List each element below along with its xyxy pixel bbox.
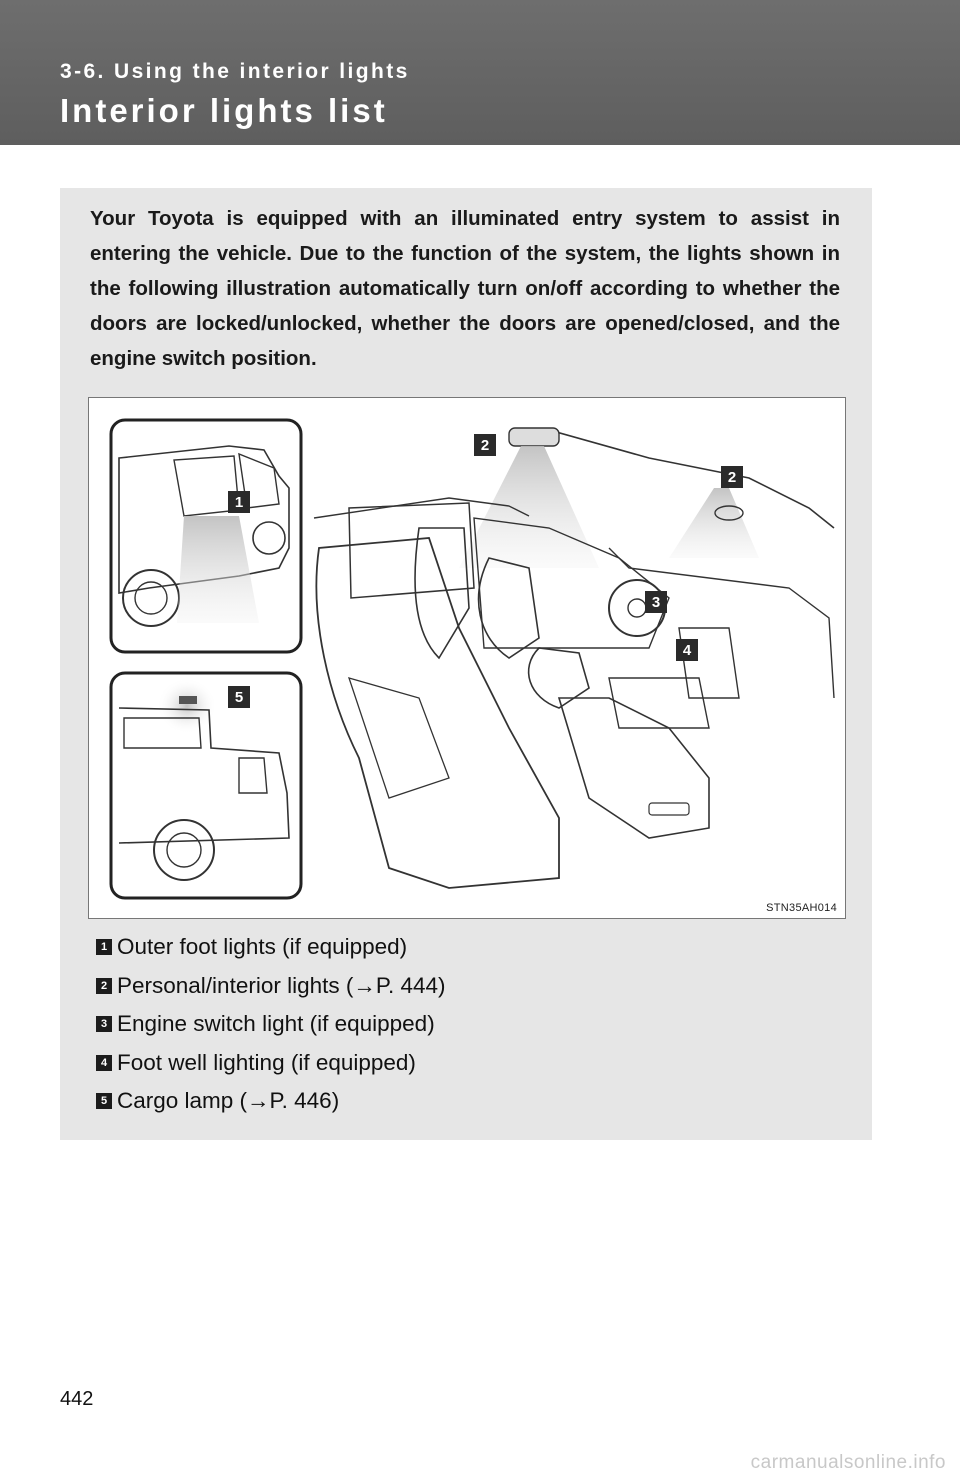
callout-3: 3	[645, 591, 667, 613]
section-label: 3-6. Using the interior lights	[60, 60, 410, 83]
callout-2a: 2	[474, 434, 496, 456]
page-number: 442	[60, 1388, 94, 1410]
intro-paragraph: Your Toyota is equipped with an illumina…	[90, 207, 840, 370]
callout-1: 1	[228, 491, 250, 513]
illustration-drawing	[109, 418, 835, 900]
number-badge: 2	[96, 977, 112, 994]
number-badge: 4	[96, 1054, 112, 1071]
legend-item: 2 Personal/interior lights (→P. 444)	[96, 967, 446, 1006]
legend-label: Engine switch light (if equipped)	[117, 1011, 435, 1037]
legend-label: Cargo lamp (→P. 446)	[117, 1088, 340, 1114]
number-badge: 5	[96, 1093, 112, 1110]
legend-label: Foot well lighting (if equipped)	[117, 1049, 416, 1075]
number-badge: 3	[96, 1016, 112, 1033]
legend-item: 4 Foot well lighting (if equipped)	[96, 1044, 446, 1083]
number-badge: 1	[96, 939, 112, 956]
lights-legend: 1 Outer foot lights (if equipped) 2 Pers…	[96, 928, 446, 1121]
legend-item: 3 Engine switch light (if equipped)	[96, 1005, 446, 1044]
legend-label: Outer foot lights (if equipped)	[117, 934, 408, 960]
legend-item: 5 Cargo lamp (→P. 446)	[96, 1082, 446, 1121]
callout-5: 5	[228, 686, 250, 708]
chapter-header: 3-6. Using the interior lights Interior …	[0, 0, 960, 145]
cabin-interior-drawing	[313, 427, 835, 889]
figure-code: STN35AH014	[766, 902, 837, 914]
cargo-lamp-inset	[109, 671, 303, 900]
legend-item: 1 Outer foot lights (if equipped)	[96, 928, 446, 967]
callout-4: 4	[676, 639, 698, 661]
callout-2b: 2	[721, 466, 743, 488]
interior-illustration: 1 2 2 3 4 5 STN35AH014	[88, 397, 846, 919]
outer-foot-light-inset	[109, 418, 303, 654]
legend-label: Personal/interior lights (→P. 444)	[117, 972, 446, 998]
page-title: Interior lights list	[60, 92, 388, 129]
watermark: carmanualsonline.info	[750, 1452, 946, 1473]
